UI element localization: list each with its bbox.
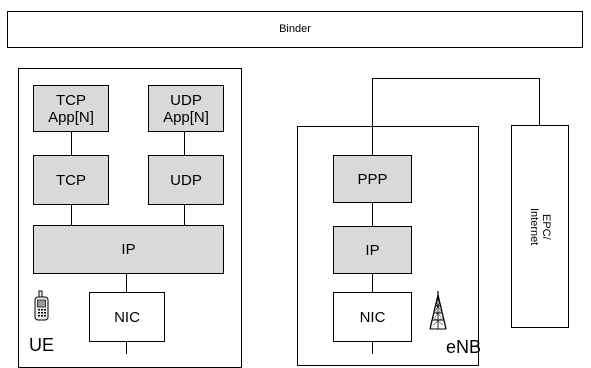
ue-udp-app-module: UDP App[N] [148, 85, 224, 132]
ue-udp-app-label: UDP App[N] [163, 91, 209, 126]
ue-tcp-label: TCP [56, 171, 86, 189]
ue-nic-module: NIC [89, 292, 165, 342]
binder-box: Binder [7, 11, 583, 48]
ue-line-udp-ip [184, 204, 185, 226]
epc-internet-box: EPC/ Internet [511, 125, 569, 328]
ue-tcp-app-label: TCP App[N] [48, 91, 94, 126]
enb-label: eNB [446, 337, 482, 357]
ue-label: UE [29, 335, 55, 355]
ue-tcp-module: TCP [33, 155, 109, 205]
enb-nic-label: NIC [359, 308, 386, 326]
ue-line-udpapp-udp [184, 131, 185, 156]
ue-nic-label: NIC [114, 308, 140, 326]
ue-ip-module: IP [33, 225, 224, 274]
enb-ppp-label: PPP [357, 170, 388, 188]
ue-line-nic-bottom [126, 341, 127, 354]
ue-line-tcpapp-tcp [71, 131, 72, 156]
ue-line-ip-nic [126, 273, 127, 293]
enb-ip-module: IP [333, 226, 412, 274]
enb-line-ip-nic [372, 273, 373, 293]
binder-label: Binder [279, 23, 311, 35]
ue-tcp-app-module: TCP App[N] [33, 85, 109, 132]
antenna-tower-icon [429, 291, 447, 330]
enb-ppp-module: PPP [333, 155, 412, 203]
enb-line-ppp-up [372, 78, 373, 156]
ue-ip-label: IP [121, 241, 136, 258]
enb-line-nic-bottom [372, 341, 373, 354]
epc-internet-label: EPC/ Internet [528, 207, 552, 246]
mobile-phone-icon [34, 290, 49, 321]
enb-line-ppp-ip [372, 202, 373, 227]
ue-udp-module: UDP [148, 155, 224, 205]
enb-ip-label: IP [365, 241, 380, 259]
ue-line-tcp-ip [71, 204, 72, 226]
epc-line-down [539, 78, 540, 126]
enb-epc-top-line [372, 78, 540, 79]
ue-udp-label: UDP [170, 171, 202, 189]
enb-nic-module: NIC [333, 292, 412, 342]
